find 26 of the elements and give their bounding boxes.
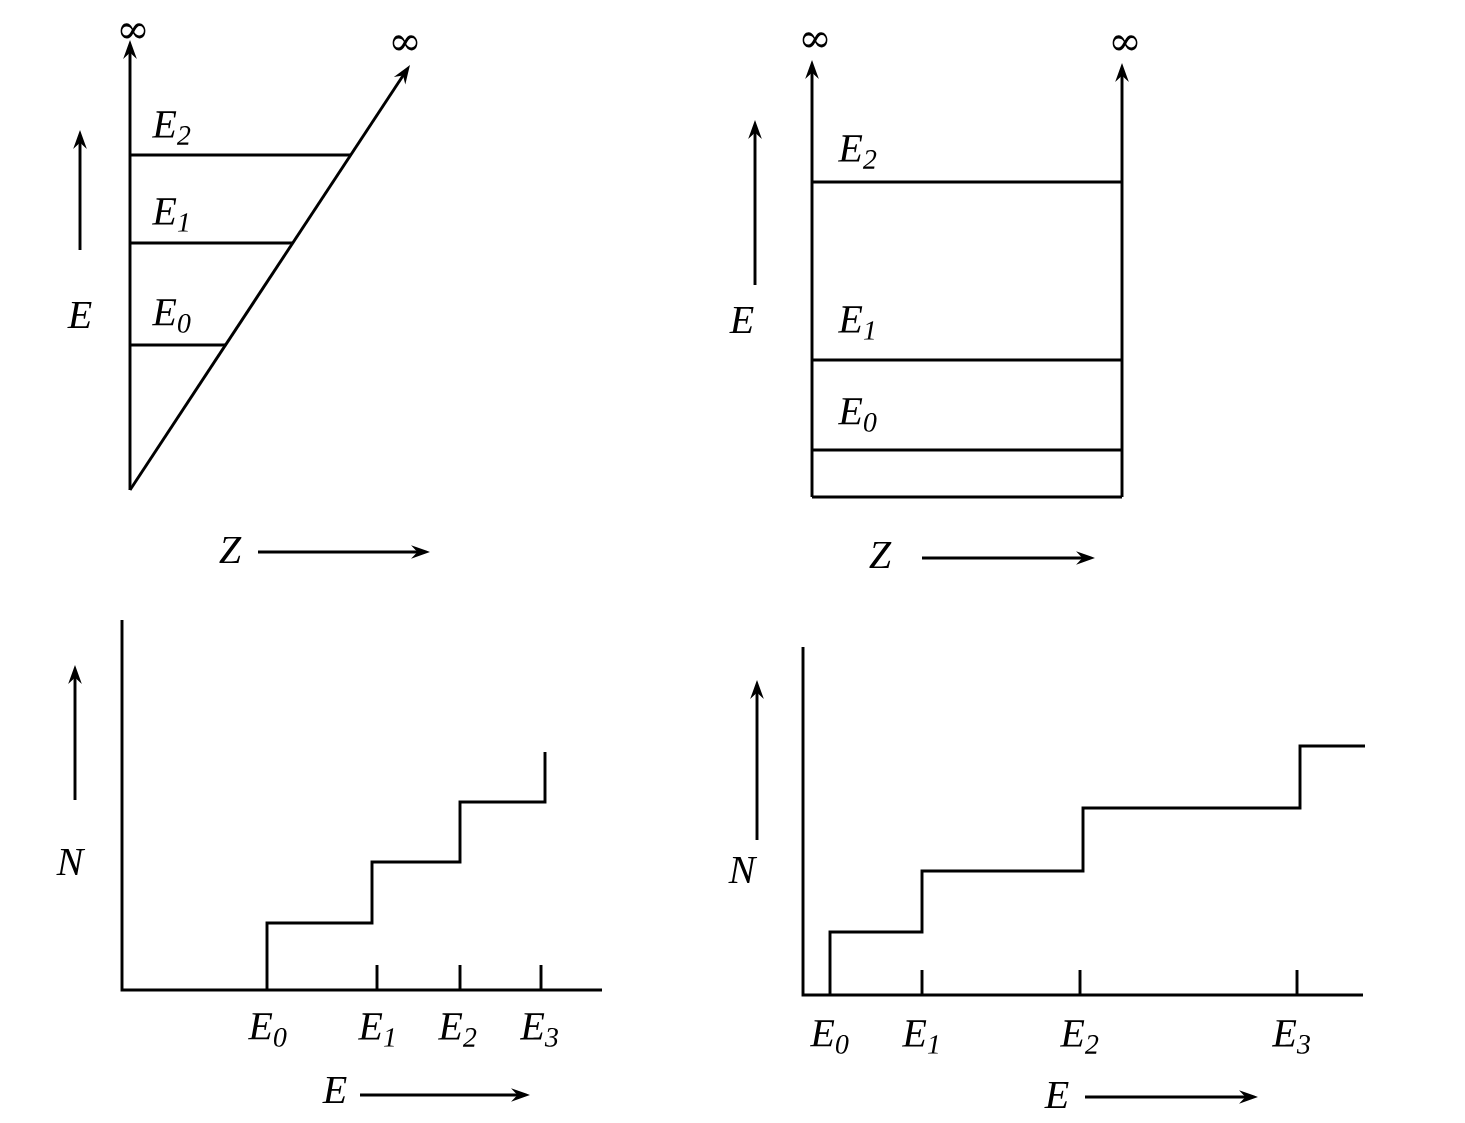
axis-label: E bbox=[67, 301, 92, 329]
axis-label: E$_{0}$ bbox=[152, 299, 191, 333]
axis-label: E$_{3}$ bbox=[1272, 1020, 1310, 1054]
axis-label: E$_{3}$ bbox=[520, 1013, 558, 1047]
axis-label: Z bbox=[869, 541, 892, 569]
infinity-label: ∞ bbox=[1112, 35, 1138, 51]
axis-label: E$_{0}$ bbox=[838, 398, 877, 432]
axis-label: Z bbox=[219, 536, 242, 564]
infinity-label: ∞ bbox=[120, 23, 146, 39]
axis-label: E$_{2}$ bbox=[1060, 1020, 1099, 1054]
axis-label: N bbox=[56, 848, 86, 876]
axis-label: E$_{1}$ bbox=[358, 1013, 394, 1047]
infinity-label: ∞ bbox=[392, 35, 418, 51]
axis-label: E bbox=[322, 1076, 347, 1104]
axis-label: E$_{2}$ bbox=[438, 1013, 477, 1047]
axis-label: E$_{1}$ bbox=[838, 306, 874, 340]
axis-label: E$_{2}$ bbox=[152, 111, 191, 145]
axis-label: N bbox=[728, 856, 758, 884]
axis-label: E bbox=[1044, 1081, 1069, 1109]
axis-label: E$_{1}$ bbox=[152, 198, 188, 232]
axis-label: E$_{1}$ bbox=[902, 1020, 938, 1054]
axis-label: E$_{0}$ bbox=[810, 1020, 849, 1054]
axis-label: E bbox=[729, 306, 754, 334]
axis-label: E$_{2}$ bbox=[838, 135, 877, 169]
axis-label: E$_{0}$ bbox=[248, 1013, 287, 1047]
infinity-label: ∞ bbox=[802, 32, 828, 48]
